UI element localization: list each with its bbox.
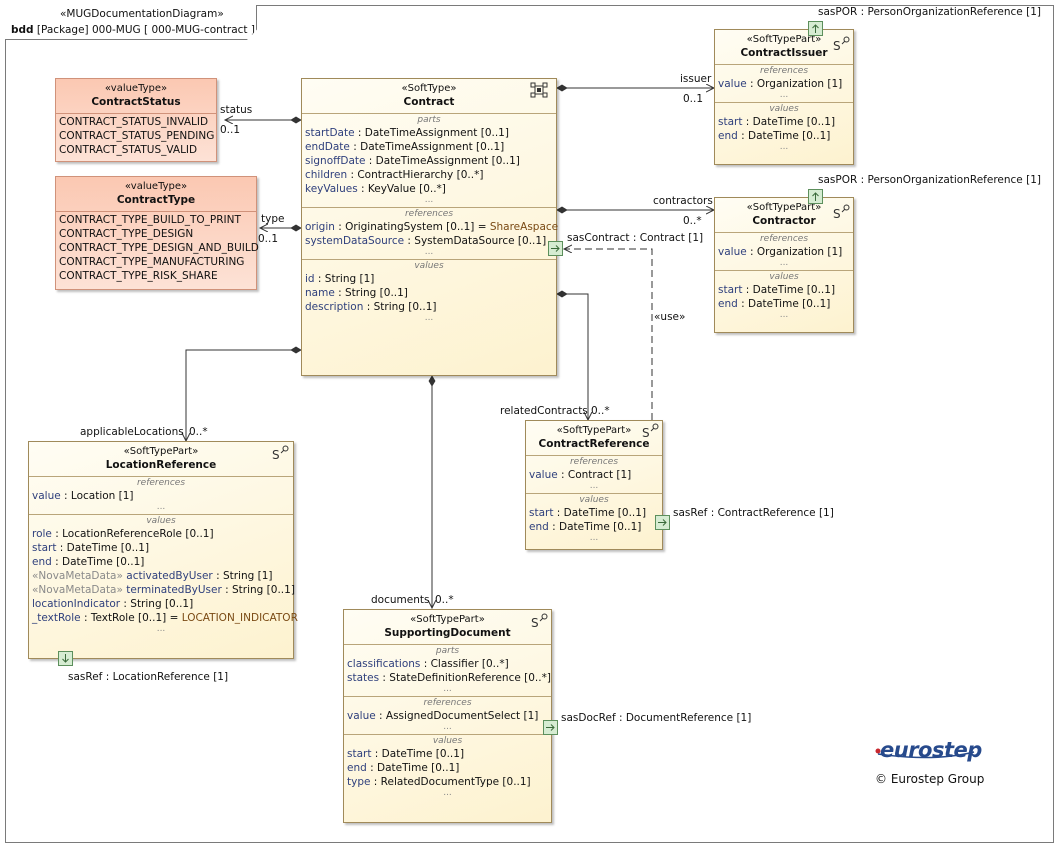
issuer-sas-por-label: sasPOR : PersonOrganizationReference [1]	[818, 6, 1041, 18]
contract-reference-block[interactable]: «SoftTypePart» ContractReference S refer…	[525, 420, 663, 550]
link-applicable-locations	[186, 350, 301, 441]
soft-type-icon	[530, 82, 548, 98]
parts-compartment: parts startDate : DateTimeAssignment [0.…	[302, 113, 556, 207]
svg-text:S: S	[642, 426, 650, 439]
sas-contract-port[interactable]	[548, 241, 563, 256]
svg-text:S: S	[833, 39, 841, 52]
contractor-block[interactable]: «SoftTypePart» Contractor S references v…	[714, 197, 854, 333]
related-contracts-multiplicity-label: 0..*	[591, 405, 610, 417]
documents-role-label: documents	[371, 594, 430, 606]
soft-type-part-icon: S	[833, 36, 850, 52]
contractors-multiplicity-label: 0..*	[683, 215, 702, 227]
contract-issuer-block[interactable]: «SoftTypePart» ContractIssuer S referenc…	[714, 29, 854, 165]
location-reference-block[interactable]: «SoftTypePart» LocationReference S refer…	[28, 441, 298, 659]
enum-literals: CONTRACT_TYPE_BUILD_TO_PRINT CONTRACT_TY…	[56, 211, 259, 285]
logo-swoosh-icon	[875, 748, 975, 759]
supporting-document-sas-doc-ref-port[interactable]	[543, 720, 558, 735]
applicable-locations-multiplicity-label: 0..*	[189, 426, 208, 438]
documents-multiplicity-label: 0..*	[435, 594, 454, 606]
arrow-down-icon	[62, 654, 69, 663]
link-use-dependency	[564, 249, 653, 420]
arrow-up-icon	[812, 24, 819, 33]
diagram-frame	[5, 5, 1054, 843]
arrow-right-icon	[551, 245, 560, 252]
sas-contract-label: sasContract : Contract [1]	[567, 232, 704, 244]
references-compartment: references origin : OriginatingSystem [0…	[302, 207, 558, 259]
supporting-document-block[interactable]: «SoftTypePart» SupportingDocument S part…	[343, 609, 552, 823]
contractor-sas-por-label: sasPOR : PersonOrganizationReference [1]	[818, 174, 1041, 186]
issuer-role-label: issuer	[680, 73, 712, 85]
frame-title: bdd [Package] 000-MUG [ 000-MUG-contract…	[11, 24, 255, 36]
status-multiplicity-label: 0..1	[220, 124, 241, 136]
arrow-right-icon	[658, 519, 667, 526]
supporting-document-sas-doc-ref-label: sasDocRef : DocumentReference [1]	[561, 712, 752, 724]
related-contracts-role-label: relatedContracts	[500, 405, 588, 417]
issuer-sas-por-port[interactable]	[808, 21, 823, 36]
enum-literals: CONTRACT_STATUS_INVALID CONTRACT_STATUS_…	[56, 113, 216, 159]
contract-type-block[interactable]: «valueType» ContractType CONTRACT_TYPE_B…	[55, 176, 259, 290]
status-role-label: status	[220, 104, 253, 116]
soft-type-part-icon: S	[272, 445, 289, 461]
type-multiplicity-label: 0..1	[258, 233, 279, 245]
svg-text:S: S	[833, 207, 841, 220]
contractors-role-label: contractors	[653, 195, 713, 207]
issuer-multiplicity-label: 0..1	[683, 93, 704, 105]
arrow-up-icon	[812, 192, 819, 201]
location-reference-sas-ref-port[interactable]	[58, 651, 73, 666]
arrow-right-icon	[546, 724, 555, 731]
link-related-contracts	[557, 294, 588, 420]
svg-text:S: S	[531, 616, 539, 629]
contract-reference-sas-ref-port[interactable]	[655, 515, 670, 530]
values-compartment: values id : String [1] name : String [0.…	[302, 259, 556, 325]
contract-status-block[interactable]: «valueType» ContractStatus CONTRACT_STAT…	[55, 78, 217, 162]
eurostep-logo: eurostep	[874, 738, 994, 788]
contractor-sas-por-port[interactable]	[808, 189, 823, 204]
copyright: © Eurostep Group	[875, 772, 985, 786]
use-label: «use»	[654, 311, 686, 323]
contract-block[interactable]: «SoftType» Contract parts startDate : Da…	[301, 78, 558, 376]
contract-reference-sas-ref-label: sasRef : ContractReference [1]	[673, 507, 834, 519]
type-role-label: type	[261, 213, 285, 225]
applicable-locations-role-label: applicableLocations	[80, 426, 184, 438]
svg-text:S: S	[272, 448, 280, 461]
frame-stereotype: «MUGDocumentationDiagram»	[60, 8, 224, 20]
location-reference-sas-ref-label: sasRef : LocationReference [1]	[68, 671, 229, 683]
diagram-frame-tab: «MUGDocumentationDiagram» bdd [Package] …	[5, 5, 257, 40]
soft-type-part-icon: S	[833, 204, 850, 220]
soft-type-part-icon: S	[642, 423, 659, 439]
soft-type-part-icon: S	[531, 613, 548, 629]
